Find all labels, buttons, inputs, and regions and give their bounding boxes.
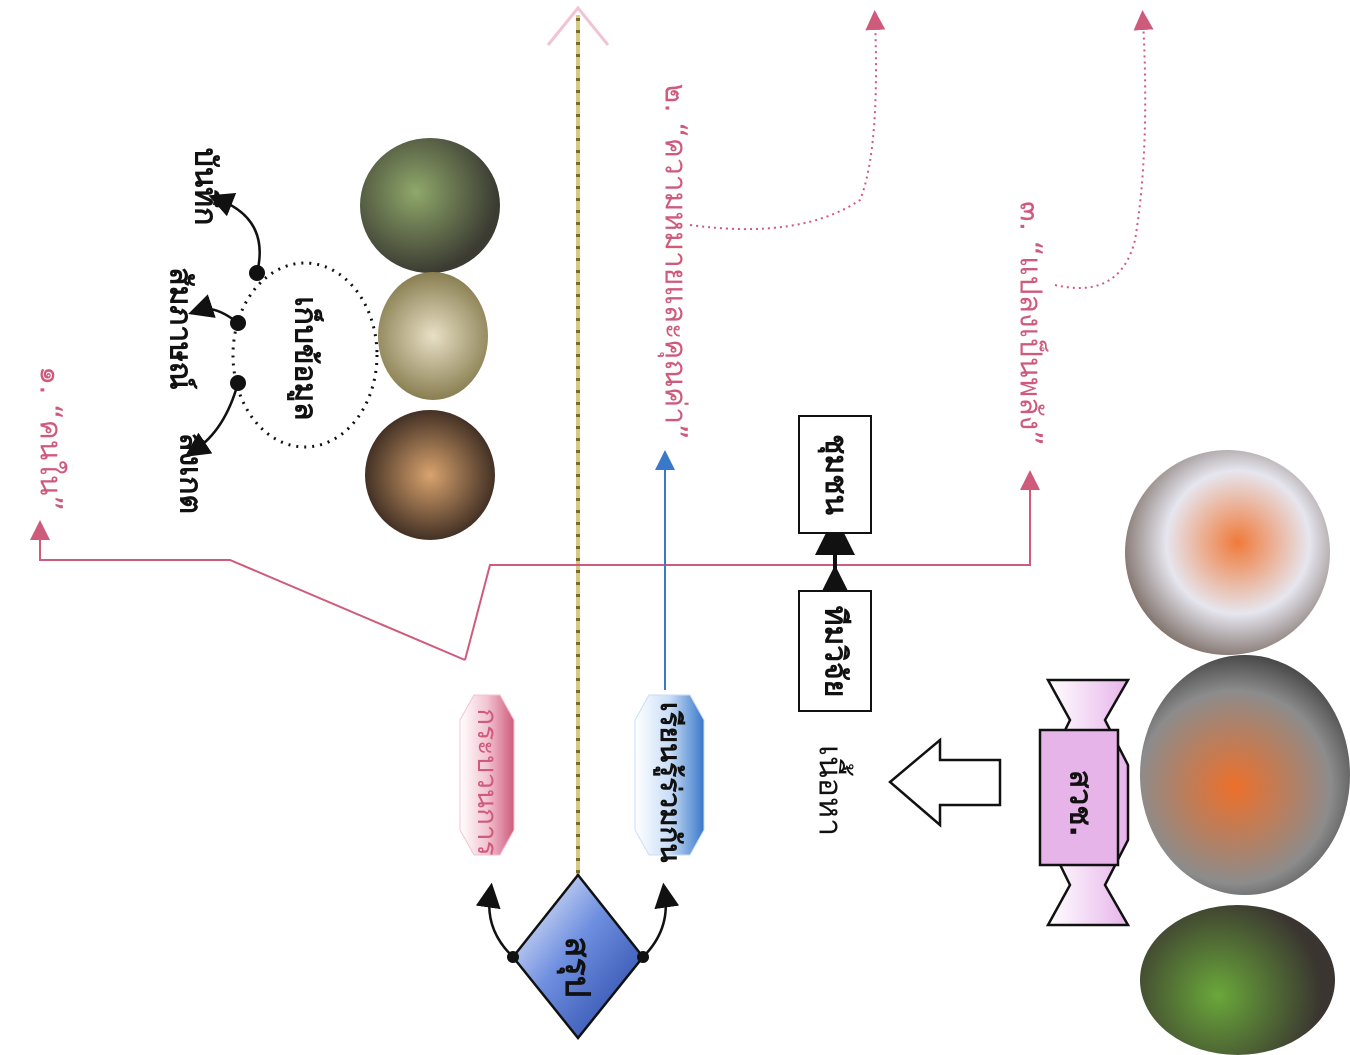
step1-label: ๑. “คนใน”	[32, 366, 68, 511]
interview-label: สัมภาษณ์	[162, 267, 198, 390]
collect-data-label: เก็บข้อมูล	[287, 296, 323, 421]
community-box: ชุมชน	[798, 415, 872, 534]
photo-group-5	[1140, 655, 1350, 895]
observe-label: สังเกต	[172, 433, 208, 514]
research-team-box: ทีมวิจัย	[798, 590, 872, 712]
photo-group-2	[378, 272, 488, 400]
photo-group-6	[1140, 905, 1335, 1055]
research-team-label: ทีมวิจัย	[817, 605, 853, 697]
step3-label: ๓. “แปลงเป็นพลัง”	[1012, 201, 1048, 446]
summary-label: สรุป	[557, 936, 597, 998]
learning-banner-label: เรียนรู้ร่วมกัน	[654, 702, 687, 863]
scroll-label: สวช.	[1062, 770, 1098, 837]
content-label: เนื้อหา	[811, 744, 850, 837]
photo-group-1	[360, 138, 500, 273]
community-label: ชุมชน	[817, 433, 853, 516]
step2-label: ๒. “ความหมายและคุณค่า”	[657, 83, 693, 440]
process-banner-label: กระบวนการ	[471, 708, 504, 856]
photo-group-4	[1125, 450, 1330, 655]
photo-group-3	[365, 410, 495, 540]
record-label: บันทึก	[187, 147, 223, 226]
